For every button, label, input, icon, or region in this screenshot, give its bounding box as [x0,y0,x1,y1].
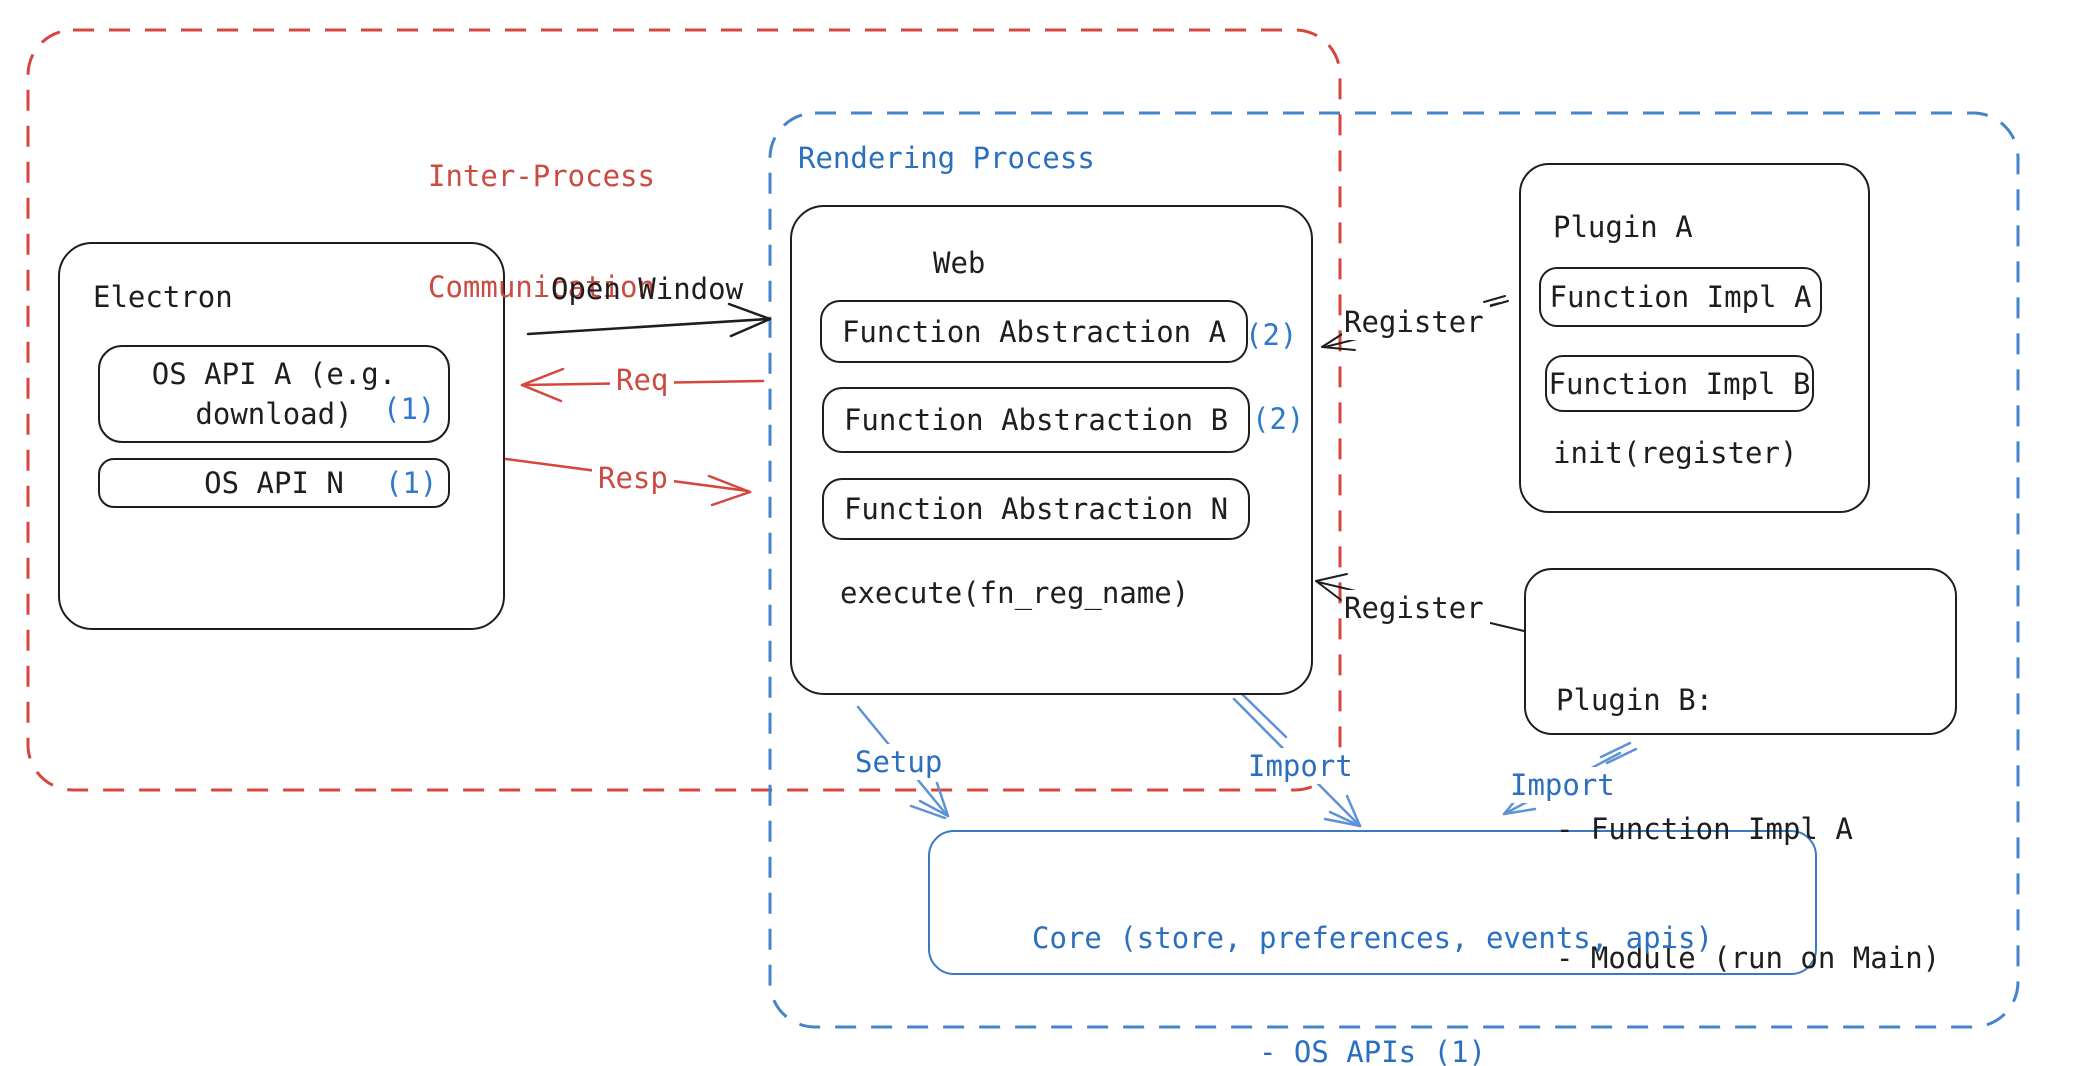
core-line2: - OS APIs (1) [1259,1035,1486,1066]
os-api-n-text: OS API N [204,466,344,500]
plugin-a-box [1519,163,1870,513]
ipc-title: Inter-Process Communication [428,84,655,380]
resp-label: Resp [592,460,674,496]
execute-label: execute(fn_reg_name) [840,576,1190,610]
web-box [790,205,1313,695]
plugin-a-label: Plugin A [1553,210,1693,244]
os-api-n-tag: (1) [385,466,438,500]
plugin-b-line1: Plugin B: [1556,683,1714,717]
core-line1: Core (store, preferences, events, apis) [1032,921,1713,955]
register-a-label: Register [1342,304,1490,340]
rendering-process-label: Rendering Process [798,141,1095,175]
function-impl-b-box: Function Impl B [1545,355,1814,412]
plugin-b-line2: - Function Impl A [1556,812,1853,846]
rendering-process-dashed-frame [768,111,2020,1029]
function-abstraction-n-text: Function Abstraction N [843,492,1229,526]
os-api-a-line2: download) [195,397,353,431]
function-impl-b-text: Function Impl B [1548,366,1811,401]
setup-label: Setup [849,744,949,780]
os-api-a-text: OS API A (e.g. download) [152,354,396,434]
core-box [928,830,1817,975]
register-b-label: Register [1342,590,1490,626]
function-abstraction-a-box: Function Abstraction A [820,300,1248,363]
os-api-a-line1: OS API A (e.g. [151,357,397,391]
function-abstraction-b-text: Function Abstraction B [843,403,1229,437]
core-text: Core (store, preferences, events, apis) … [928,843,1817,1066]
ipc-dashed-frame [26,28,1342,792]
init-register-label: init(register) [1553,436,1798,470]
open-window-arrow [526,302,772,338]
electron-label: Electron [93,280,233,314]
function-abstraction-a-tag: (2) [1245,318,1298,352]
function-abstraction-b-box: Function Abstraction B [822,387,1250,453]
function-abstraction-b-tag: (2) [1252,402,1305,436]
import-web-label: Import [1242,748,1359,784]
import-plugin-b-label: Import [1504,767,1621,803]
plugin-b-box [1524,568,1957,735]
plugin-b-line3: - Module (run on Main) [1556,941,1941,975]
plugin-b-text: Plugin B: - Function Impl A - Module (ru… [1556,593,1940,1066]
function-abstraction-n-box: Function Abstraction N [822,478,1250,540]
ipc-title-line2: Communication [428,270,655,304]
function-impl-a-text: Function Impl A [1549,280,1812,314]
req-label: Req [610,362,675,398]
function-abstraction-a-text: Function Abstraction A [841,314,1227,349]
open-window-label: Open Window [551,272,744,306]
os-api-a-tag: (1) [383,392,436,426]
ipc-title-line1: Inter-Process [428,159,655,193]
os-api-a-box: OS API A (e.g. download) [98,345,450,443]
function-impl-a-box: Function Impl A [1539,267,1822,327]
electron-box [58,242,505,630]
os-api-n-box: OS API N [98,458,450,508]
web-label: Web [933,246,986,280]
